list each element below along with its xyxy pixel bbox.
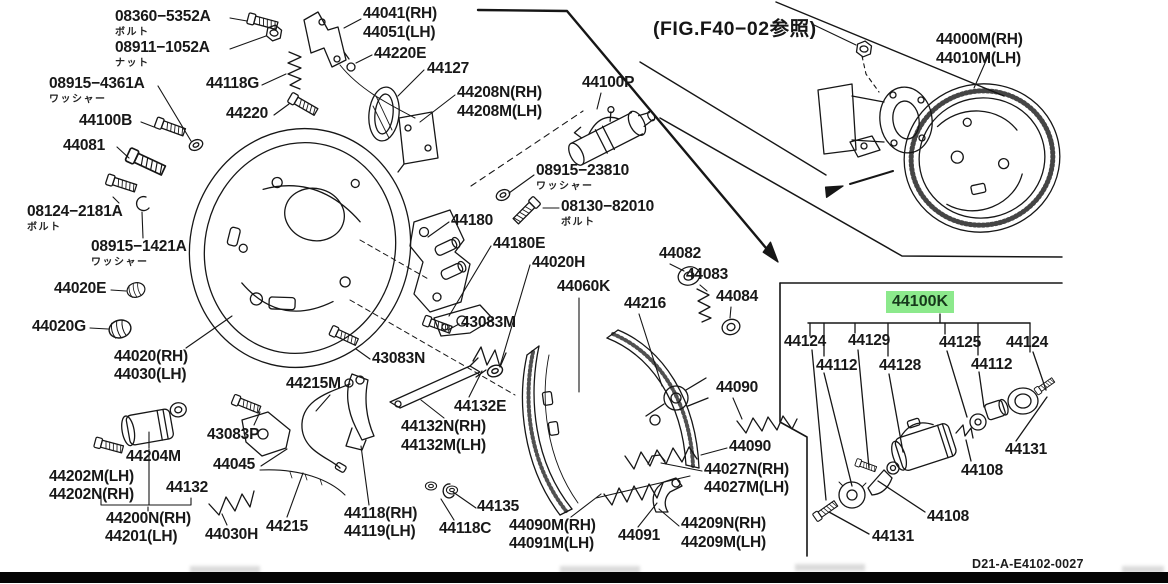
part-label: 44091M(LH)	[509, 535, 594, 552]
assembled-brake-drawing	[903, 83, 1061, 233]
part-label: 43083P	[207, 426, 260, 443]
part-label: 44010M(LH)	[936, 50, 1021, 67]
part-label: 44030(LH)	[114, 366, 187, 383]
part-label: 44020E	[54, 280, 107, 297]
part-label: 44119(LH)	[344, 523, 416, 540]
part-label: 44220	[226, 105, 269, 122]
part-label: 44083	[686, 266, 729, 283]
part-label: 44020G	[32, 318, 86, 335]
part-label: 44020(RH)	[114, 348, 189, 365]
corridor-arrows	[470, 1, 1063, 263]
part-label: 44180E	[493, 235, 546, 252]
axle-flange-drawing	[817, 83, 933, 158]
part-label: 44216	[624, 295, 667, 312]
inset-label-bracket	[807, 313, 1048, 535]
part-label: 44090	[729, 438, 772, 455]
part-label: 44201(LH)	[105, 528, 178, 545]
part-label: 44220E	[374, 45, 427, 62]
part-label: 44112	[816, 357, 858, 374]
part-label: 44124	[1006, 334, 1049, 351]
part-label: 44132N(RH)	[401, 418, 487, 435]
part-label-annotation: ワッシャー	[536, 180, 594, 192]
part-label: 44124	[784, 333, 827, 350]
part-label: 43083N	[372, 350, 426, 367]
drawing-number: D21-A-E4102-0027	[972, 557, 1084, 571]
part-label: 44000M(RH)	[936, 31, 1023, 48]
part-label-annotation: ボルト	[27, 221, 62, 233]
part-label-annotation: ボルト	[115, 26, 150, 38]
part-label: 44112	[971, 356, 1013, 373]
part-label: 44020H	[532, 254, 586, 271]
part-label-annotation: ワッシャー	[91, 256, 149, 268]
scan-smudge	[190, 566, 260, 573]
part-label: 44045	[213, 456, 256, 473]
part-label: 44108	[927, 508, 970, 525]
highlighted-part-label: 44100K	[886, 291, 955, 313]
figure-reference: (FIG.F40−02参照)	[653, 18, 817, 40]
scan-smudge	[795, 564, 865, 571]
part-label: 44131	[1005, 441, 1048, 458]
part-label: 44084	[716, 288, 759, 305]
part-label: 44090	[716, 379, 759, 396]
part-label: 44118(RH)	[344, 505, 418, 522]
part-label: 44030H	[205, 526, 259, 543]
part-label: 44132M(LH)	[401, 437, 486, 454]
part-label-annotation: ワッシャー	[49, 93, 107, 105]
leader-lines	[89, 17, 990, 528]
part-label: 44215	[266, 518, 309, 535]
part-label: 44027M(LH)	[704, 479, 789, 496]
part-label: 44129	[848, 332, 891, 349]
part-label: 44215M	[286, 375, 341, 392]
part-label: 44100P	[582, 74, 635, 91]
part-label-annotation: ナット	[115, 57, 150, 69]
main-backing-plate-drawing	[188, 127, 412, 369]
part-label: 44208N(RH)	[457, 84, 543, 101]
bottom-bar	[0, 572, 1168, 583]
part-label: 44204M	[126, 448, 181, 465]
part-label: 44100B	[79, 112, 133, 129]
part-label: 44127	[427, 60, 470, 77]
part-label: 44060K	[557, 278, 611, 295]
part-label: 44209N(RH)	[681, 515, 767, 532]
part-label: 44091	[618, 527, 661, 544]
part-label: 44132E	[454, 398, 507, 415]
part-label: 44131	[872, 528, 915, 545]
part-label: 44128	[879, 357, 922, 374]
part-label: 44118C	[439, 520, 492, 537]
part-label: 44202M(LH)	[49, 468, 134, 485]
part-label: 44108	[961, 462, 1004, 479]
inset-exploded-cylinder-drawing	[811, 376, 1056, 523]
part-label: 44202N(RH)	[49, 486, 135, 503]
part-label: 44135	[477, 498, 520, 515]
part-label: 44200N(RH)	[106, 510, 192, 527]
part-label: 44041(RH)	[363, 5, 438, 22]
part-label: 44027N(RH)	[704, 461, 790, 478]
part-label: 44090M(RH)	[509, 517, 596, 534]
part-label: 44125	[939, 334, 982, 351]
scan-smudge	[1122, 566, 1164, 573]
part-label: 44118G	[206, 75, 260, 92]
part-label: 44081	[63, 137, 106, 154]
part-label: 44082	[659, 245, 702, 262]
part-label: 44051(LH)	[363, 24, 436, 41]
part-label: 43083M	[461, 314, 516, 331]
part-label: 44180	[451, 212, 494, 229]
part-label: 44208M(LH)	[457, 103, 542, 120]
part-label: 44132	[166, 479, 209, 496]
small-parts-drawings	[93, 11, 873, 516]
scan-smudge	[560, 566, 640, 573]
part-label: 44209M(LH)	[681, 534, 766, 551]
wheel-cylinder-drawing	[568, 105, 656, 166]
part-label-annotation: ボルト	[561, 216, 596, 228]
inset-border	[779, 282, 1063, 557]
